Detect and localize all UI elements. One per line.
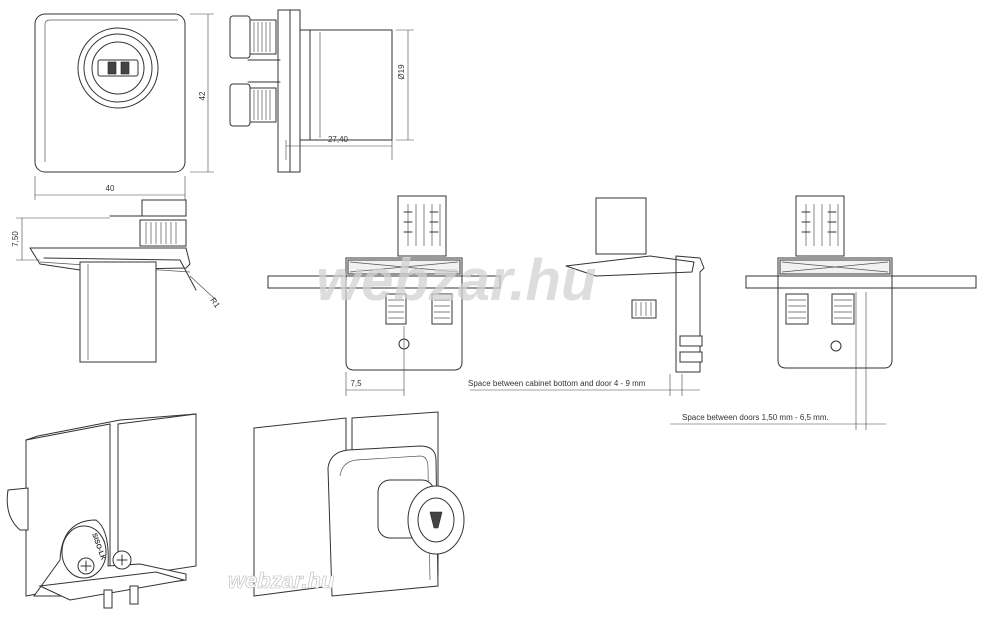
- lock-housing-3: [777, 257, 893, 369]
- watermark-bottom: webzar.hu: [228, 568, 335, 593]
- install-view-doors: Space between doors 1,50 mm - 6,5 mm.: [670, 195, 977, 430]
- cabinet-gap-note: Space between cabinet bottom and door 4 …: [468, 379, 646, 388]
- top-plate: [141, 199, 187, 217]
- lock-body-outline: [34, 13, 186, 173]
- pin-3d-left: [103, 589, 113, 609]
- lock-plate-side-2: [565, 255, 695, 277]
- rivet-3: [830, 340, 842, 352]
- cylinder-side-2: [595, 197, 647, 255]
- screw-head-left-3: [785, 293, 809, 325]
- diameter-dimension-label: Ø19: [397, 64, 406, 80]
- door-glass-section: [29, 247, 191, 271]
- screw-head-right-1: [431, 293, 453, 325]
- cabinet-panel: [267, 275, 501, 289]
- threaded-screw: [139, 219, 187, 247]
- cylinder-outer-ring: [77, 27, 159, 109]
- screw-cap-top: [229, 15, 251, 59]
- cylinder-core: [91, 41, 145, 95]
- isometric-view-back: SISO-LK: [6, 413, 197, 609]
- lock-body-bevel: [44, 19, 178, 162]
- install-view-side: Space between cabinet bottom and door 4 …: [468, 197, 705, 396]
- height-dimension-label: 42: [198, 91, 207, 100]
- watermark-center: webzar.hu: [316, 248, 596, 313]
- door-gap-note: Space between doors 1,50 mm - 6,5 mm.: [682, 413, 829, 422]
- install-view-cabinet: 7,5: [267, 195, 501, 396]
- screw-head-right-3: [831, 293, 855, 325]
- glass-door-right-3d: [117, 413, 197, 579]
- width-dimension-label: 40: [106, 184, 115, 193]
- section-view: 7,50 R1: [11, 199, 222, 363]
- pin-3d-right: [129, 585, 139, 605]
- offset-dimension-label: 7,5: [350, 379, 362, 388]
- screw-side-2: [631, 299, 657, 319]
- front-view: 42 40: [34, 13, 214, 200]
- isometric-view-front: [253, 411, 465, 597]
- cylinder-body-section: [79, 261, 157, 363]
- lock-cylinder-side: [309, 29, 393, 141]
- cylinder-knob-3d: [6, 487, 29, 531]
- screw-cap-bottom: [229, 83, 251, 127]
- pin-top: [679, 335, 703, 347]
- cabinet-wall: [675, 255, 705, 373]
- lock-housing-1: [345, 257, 463, 371]
- offset-height-dimension-label: 7,50: [11, 231, 20, 247]
- screw-head-left-1: [385, 293, 407, 325]
- lock-cylinder-install-3: [795, 195, 845, 257]
- depth-dimension-label: 27,40: [328, 135, 349, 144]
- lock-label-plate: [61, 525, 107, 579]
- keyhole-slot-2: [120, 61, 130, 75]
- keyhole-slot: [107, 61, 117, 75]
- radius-label: R1: [208, 296, 222, 310]
- cylinder-core-3d: [417, 497, 455, 543]
- mounting-plate: [277, 9, 291, 173]
- side-view: Ø19 27,40: [229, 9, 414, 173]
- keyhole-icon: [97, 59, 139, 77]
- lock-cylinder-install-1: [397, 195, 447, 257]
- door-panel-pair: [745, 275, 977, 289]
- cylinder-mid-ring: [83, 33, 153, 103]
- keyhole-icon-3d: [429, 511, 443, 529]
- pin-bottom: [679, 351, 703, 363]
